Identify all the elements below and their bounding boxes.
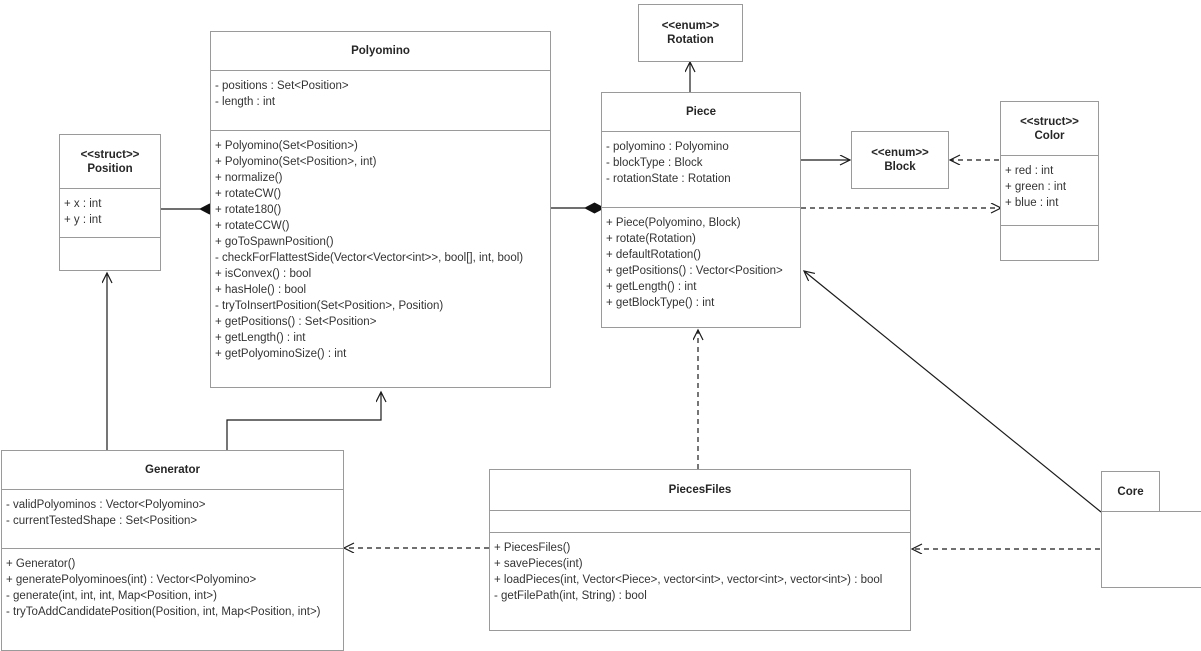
polyomino-method: + getPolyominoSize() : int: [215, 348, 347, 360]
generator-method: + generatePolyominoes(int) : Vector<Poly…: [6, 574, 257, 586]
polyomino-method: + Polyomino(Set<Position>, int): [215, 156, 377, 168]
piecesfiles-attributes-compartment: [490, 511, 910, 533]
piece-class-name: Piece: [685, 106, 717, 118]
generator-title-compartment: Generator: [2, 451, 343, 490]
polyomino-method: + hasHole() : bool: [215, 284, 307, 296]
polyomino-attribute: - positions : Set<Position>: [215, 80, 349, 92]
rotation-stereotype: <<enum>>: [661, 20, 720, 32]
polyomino-class-name: Polyomino: [351, 45, 410, 57]
piece-method: + defaultRotation(): [606, 249, 701, 261]
piecesfiles-title-compartment: PiecesFiles: [490, 470, 910, 511]
color-attributes-compartment: + red : int + green : int + blue : int: [1001, 156, 1098, 226]
piece-method: + getPositions() : Vector<Position>: [606, 265, 783, 277]
piece-attribute: - polyomino : Polyomino: [606, 141, 729, 153]
edge-generator-polyomino: [226, 392, 381, 450]
generator-method: - generate(int, int, int, Map<Position, …: [6, 590, 217, 602]
polyomino-attribute: - length : int: [215, 96, 276, 108]
piece-methods-compartment: + Piece(Polyomino, Block) + rotate(Rotat…: [602, 208, 800, 318]
polyomino-method: + Polyomino(Set<Position>): [215, 140, 358, 152]
generator-attribute: - validPolyominos : Vector<Polyomino>: [6, 499, 206, 511]
position-class-name: Position: [87, 162, 133, 175]
generator-attribute: - currentTestedShape : Set<Position>: [6, 515, 198, 527]
piece-attribute: - rotationState : Rotation: [606, 173, 731, 185]
core-class-name: Core: [1117, 485, 1144, 498]
piecesfiles-method: - getFilePath(int, String) : bool: [494, 590, 647, 602]
edge-polyomino-piece: [551, 202, 605, 214]
position-attributes-compartment: + x : int + y : int: [60, 189, 160, 238]
polyomino-method: + rotate180(): [215, 204, 282, 216]
class-box-polyomino[interactable]: Polyomino - positions : Set<Position> - …: [210, 31, 551, 388]
piecesfiles-method: + loadPieces(int, Vector<Piece>, vector<…: [494, 574, 883, 586]
class-box-block[interactable]: <<enum>> Block: [851, 131, 949, 189]
polyomino-attributes-compartment: - positions : Set<Position> - length : i…: [211, 71, 550, 131]
polyomino-method: + rotateCW(): [215, 188, 282, 200]
polyomino-method: - tryToInsertPosition(Set<Position>, Pos…: [215, 300, 444, 312]
piecesfiles-methods-compartment: + PiecesFiles() + savePieces(int) + load…: [490, 533, 910, 611]
color-class-name: Color: [1034, 129, 1065, 142]
core-title-compartment: Core: [1102, 472, 1159, 511]
piece-attributes-compartment: - polyomino : Polyomino - blockType : Bl…: [602, 132, 800, 208]
position-stereotype: <<struct>>: [80, 148, 140, 161]
polyomino-method: + getPositions() : Set<Position>: [215, 316, 377, 328]
piece-method: + getBlockType() : int: [606, 297, 715, 309]
class-box-color[interactable]: <<struct>> Color + red : int + green : i…: [1000, 101, 1099, 261]
generator-class-name: Generator: [145, 464, 200, 476]
color-attribute: + green : int: [1005, 181, 1067, 193]
class-box-core-title[interactable]: Core: [1101, 471, 1160, 512]
piece-method: + rotate(Rotation): [606, 233, 696, 245]
position-attribute: + y : int: [64, 214, 102, 226]
polyomino-method: + normalize(): [215, 172, 283, 184]
class-box-rotation[interactable]: <<enum>> Rotation: [638, 4, 743, 62]
polyomino-method: - checkForFlattestSide(Vector<Vector<int…: [215, 252, 524, 264]
polyomino-method: + goToSpawnPosition(): [215, 236, 334, 248]
position-attribute: + x : int: [64, 198, 102, 210]
class-box-position[interactable]: <<struct>> Position + x : int + y : int: [59, 134, 161, 271]
generator-attributes-compartment: - validPolyominos : Vector<Polyomino> - …: [2, 490, 343, 549]
polyomino-method: + getLength() : int: [215, 332, 306, 344]
generator-methods-compartment: + Generator() + generatePolyominoes(int)…: [2, 549, 343, 627]
polyomino-methods-compartment: + Polyomino(Set<Position>) + Polyomino(S…: [211, 131, 550, 369]
class-box-core-body[interactable]: [1101, 511, 1201, 588]
generator-method: - tryToAddCandidatePosition(Position, in…: [6, 606, 321, 618]
polyomino-method: + rotateCCW(): [215, 220, 290, 232]
piece-method: + getLength() : int: [606, 281, 697, 293]
position-title-compartment: <<struct>> Position: [60, 135, 160, 189]
polyomino-title-compartment: Polyomino: [211, 32, 550, 71]
class-box-generator[interactable]: Generator - validPolyominos : Vector<Pol…: [1, 450, 344, 651]
piece-title-compartment: Piece: [602, 93, 800, 132]
piecesfiles-method: + PiecesFiles(): [494, 542, 571, 554]
polyomino-method: + isConvex() : bool: [215, 268, 312, 280]
color-title-compartment: <<struct>> Color: [1001, 102, 1098, 156]
piece-attribute: - blockType : Block: [606, 157, 703, 169]
class-box-piecesfiles[interactable]: PiecesFiles + PiecesFiles() + savePieces…: [489, 469, 911, 631]
piece-method: + Piece(Polyomino, Block): [606, 217, 741, 229]
color-attribute: + blue : int: [1005, 197, 1059, 209]
class-box-piece[interactable]: Piece - polyomino : Polyomino - blockTyp…: [601, 92, 801, 328]
core-body-compartment: [1102, 512, 1201, 587]
block-title-compartment: <<enum>> Block: [852, 132, 948, 188]
color-attribute: + red : int: [1005, 165, 1054, 177]
position-methods-compartment: [60, 238, 160, 373]
piecesfiles-method: + savePieces(int): [494, 558, 583, 570]
color-stereotype: <<struct>>: [1020, 115, 1079, 128]
generator-method: + Generator(): [6, 558, 76, 570]
rotation-title-compartment: <<enum>> Rotation: [639, 5, 742, 61]
block-stereotype: <<enum>>: [871, 147, 929, 159]
color-methods-compartment: [1001, 226, 1098, 384]
block-class-name: Block: [884, 161, 916, 173]
rotation-class-name: Rotation: [667, 34, 714, 46]
piecesfiles-class-name: PiecesFiles: [668, 484, 732, 496]
